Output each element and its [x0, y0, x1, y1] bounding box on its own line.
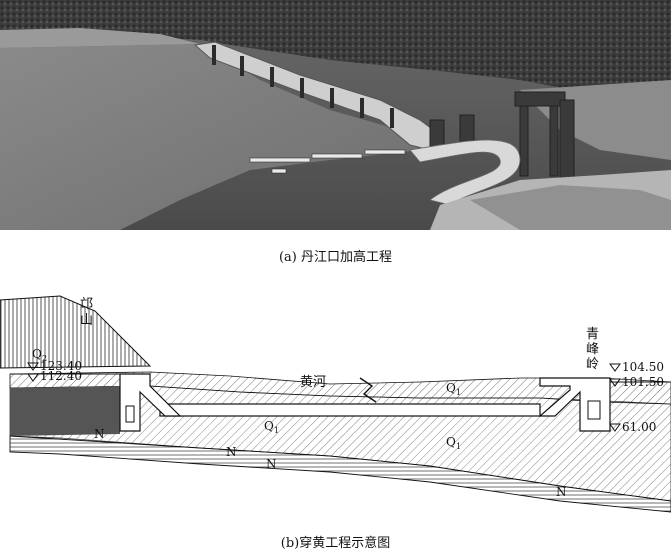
label-mangshan-1: 邙: [80, 297, 93, 312]
elevation-marker-right-2: 101.50: [609, 375, 664, 389]
svg-text:104.50: 104.50: [622, 360, 664, 374]
svg-text:Q: Q: [446, 381, 456, 395]
label-q1-lower: Q 1: [446, 435, 461, 451]
label-qingfengling-2: 峰: [586, 342, 599, 357]
caption-b: (b)穿黄工程示意图: [280, 536, 391, 551]
dam-aerial-photo: [0, 0, 671, 230]
left-shaft: [119, 373, 182, 432]
right-shaft-inner: [587, 400, 601, 420]
label-q1-upper: Q 1: [446, 381, 461, 397]
label-qingfengling-3: 岭: [586, 357, 599, 372]
label-n-1: N: [94, 427, 105, 441]
crossing-section-diagram: 邙 山 青 峰 岭 黄河 Q 2 Q 1 Q 1 Q 1 N N N N 123…: [0, 295, 671, 513]
label-q1-middle: Q 1: [264, 419, 279, 435]
quarry-shadow: [470, 185, 671, 230]
label-qingfengling-1: 青: [586, 327, 599, 342]
left-shaft-inner: [125, 405, 135, 423]
dam-piers: [212, 45, 394, 128]
label-n-3: N: [266, 457, 277, 471]
elevation-marker-left-2: 112.40: [27, 369, 82, 383]
elevation-marker-right-3: 61.00: [609, 420, 656, 434]
svg-text:Q: Q: [446, 435, 456, 449]
layer-n: [9, 435, 671, 513]
svg-text:1: 1: [456, 442, 461, 451]
left-dark-ground: [10, 386, 120, 436]
svg-text:Q: Q: [32, 347, 42, 361]
left-bank: [0, 28, 200, 48]
elevation-marker-right-1: 104.50: [609, 360, 664, 374]
intake-towers: [429, 91, 575, 181]
svg-text:1: 1: [456, 388, 461, 397]
svg-text:61.00: 61.00: [622, 420, 656, 434]
label-mangshan-2: 山: [80, 313, 93, 328]
caption-a: (a) 丹江口加高工程: [278, 250, 393, 265]
svg-text:Q: Q: [264, 419, 274, 433]
barges: [249, 149, 406, 174]
svg-text:2: 2: [42, 354, 47, 363]
label-yellow-river: 黄河: [300, 375, 326, 390]
river-break: [359, 377, 377, 403]
svg-text:123.40: 123.40: [40, 359, 82, 373]
tunnel: [159, 403, 541, 417]
label-q2-left: Q 2: [32, 347, 47, 363]
svg-text:101.50: 101.50: [622, 375, 664, 389]
far-hills: [0, 0, 671, 110]
svg-text:1: 1: [274, 426, 279, 435]
label-n-2: N: [226, 445, 237, 459]
mangshan-hill: [0, 295, 152, 369]
svg-text:112.40: 112.40: [40, 369, 82, 383]
reservoir-water: [0, 44, 420, 230]
label-n-4: N: [556, 485, 567, 499]
elevation-marker-left-1: 123.40: [27, 359, 82, 373]
